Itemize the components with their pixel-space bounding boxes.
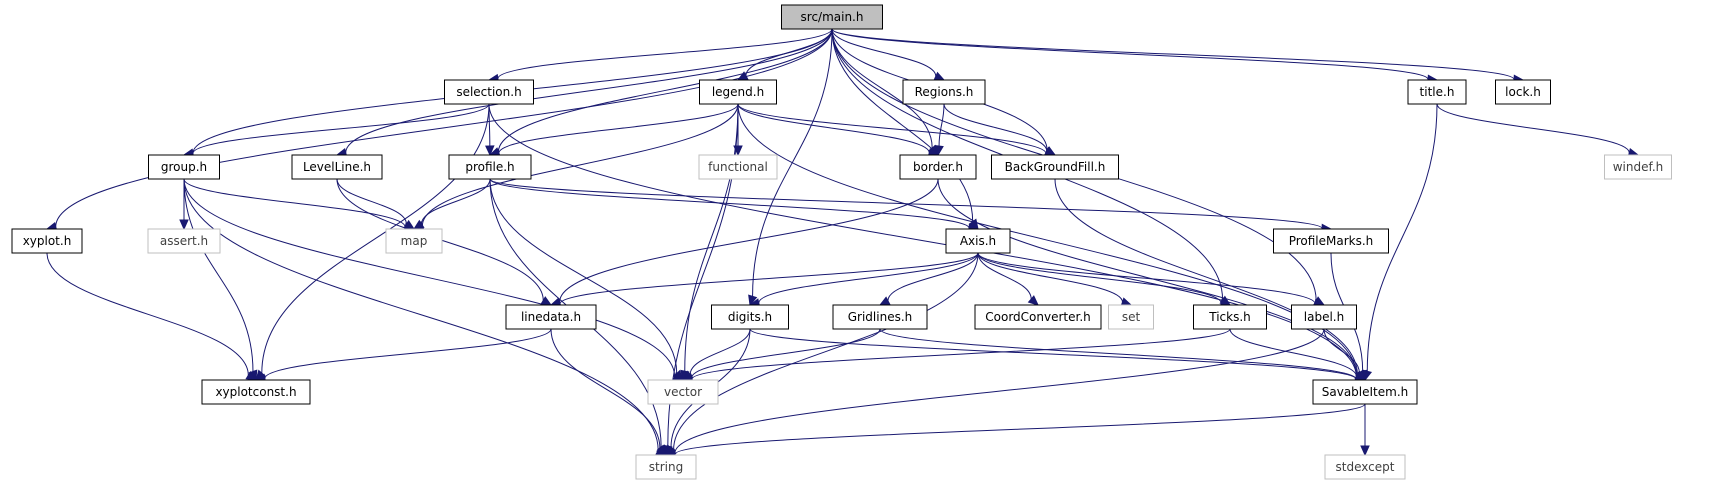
node-set: set [1108, 304, 1154, 330]
edge-main-to-axis [831, 28, 979, 230]
edge-backgroundfill-to-savableitem [1054, 178, 1367, 381]
node-linedata[interactable]: linedata.h [505, 304, 597, 330]
node-label-string: string [649, 460, 683, 474]
node-label-windef: windef.h [1613, 160, 1664, 174]
edge-border-to-savableitem [937, 178, 1367, 381]
node-backgroundfill[interactable]: BackGroundFill.h [991, 154, 1119, 180]
edge-legend-to-vector [680, 103, 739, 382]
node-label-coordconverter: CoordConverter.h [985, 310, 1091, 324]
node-label-digits: digits.h [728, 310, 772, 324]
edge-label-to-savableitem [1323, 328, 1366, 381]
edge-levelline-to-linedata [336, 178, 553, 306]
edge-levelline-to-map [336, 178, 416, 230]
edge-main-to-profile [488, 28, 833, 157]
node-label-backgroundfill: BackGroundFill.h [1005, 160, 1106, 174]
node-savableitem[interactable]: SavableItem.h [1312, 379, 1418, 405]
node-label-ticks: Ticks.h [1208, 310, 1251, 324]
edge-digits-to-savableitem [749, 328, 1367, 384]
node-map: map [385, 228, 443, 254]
edge-axis-to-linedata [549, 252, 979, 309]
node-label-xyplotconst: xyplotconst.h [215, 385, 296, 399]
edge-axis-to-string [664, 252, 979, 456]
node-label-set: set [1122, 310, 1141, 324]
edge-selection-to-savableitem [488, 103, 1367, 382]
edge-axis-to-gridlines [878, 252, 979, 306]
node-border[interactable]: border.h [899, 154, 977, 180]
edge-axis-to-digits [748, 252, 979, 308]
node-label-stdexcept: stdexcept [1336, 460, 1395, 474]
edge-digits-to-vector [682, 328, 751, 381]
edge-title-to-windef [1436, 103, 1640, 158]
node-group[interactable]: group.h [148, 154, 220, 180]
node-label-selection: selection.h [456, 85, 521, 99]
node-stdexcept: stdexcept [1324, 454, 1406, 480]
node-string: string [635, 454, 697, 480]
edge-legend-to-savableitem [737, 103, 1367, 381]
edge-axis-to-coordconverter [977, 252, 1039, 306]
node-label-axis: Axis.h [960, 234, 996, 248]
node-selection[interactable]: selection.h [444, 79, 534, 105]
node-functional: functional [698, 154, 778, 180]
node-label-functional: functional [708, 160, 768, 174]
node-lock[interactable]: lock.h [1495, 79, 1551, 105]
edge-linedata-to-xyplotconst [254, 328, 552, 384]
node-label-title: title.h [1420, 85, 1455, 99]
node-label-levelline: LevelLine.h [303, 160, 371, 174]
node-label-label: label.h [1304, 310, 1344, 324]
edge-savableitem-to-stdexcept [1360, 404, 1370, 457]
edge-group-to-map [183, 178, 416, 232]
node-label-linedata: linedata.h [521, 310, 581, 324]
node-legend[interactable]: legend.h [699, 79, 777, 105]
edge-selection-to-xyplotconst [255, 103, 490, 381]
node-label-regions: Regions.h [915, 85, 974, 99]
node-label-vector: vector [664, 385, 702, 399]
edge-label-to-string [664, 328, 1325, 458]
node-vector: vector [647, 379, 719, 405]
node-xyplot[interactable]: xyplot.h [11, 228, 83, 254]
edge-ticks-to-savableitem [1229, 328, 1367, 382]
node-digits[interactable]: digits.h [711, 304, 789, 330]
node-label-profilemarks: ProfileMarks.h [1289, 234, 1374, 248]
edge-gridlines-to-savableitem [879, 328, 1367, 384]
node-main[interactable]: src/main.h [781, 4, 883, 30]
edge-xyplot-to-xyplotconst [46, 252, 258, 381]
node-label-xyplot: xyplot.h [23, 234, 72, 248]
edge-linedata-to-string [550, 328, 667, 456]
node-label-legend: legend.h [712, 85, 764, 99]
edge-profile-to-map [412, 178, 491, 230]
node-assert: assert.h [147, 228, 221, 254]
edge-axis-to-label [977, 252, 1326, 309]
node-coordconverter[interactable]: CoordConverter.h [974, 304, 1102, 330]
node-label-map: map [401, 234, 428, 248]
edge-axis-to-ticks [977, 252, 1232, 308]
node-windef: windef.h [1604, 154, 1672, 180]
edge-regions-to-border [934, 103, 945, 157]
node-label-group: group.h [161, 160, 207, 174]
node-levelline[interactable]: LevelLine.h [291, 154, 383, 180]
node-label-profile: profile.h [465, 160, 514, 174]
edge-main-to-xyplot [45, 28, 833, 232]
node-label-lock: lock.h [1505, 85, 1541, 99]
node-label[interactable]: label.h [1291, 304, 1357, 330]
edge-savableitem-to-string [664, 403, 1366, 460]
node-gridlines[interactable]: Gridlines.h [832, 304, 928, 330]
node-label-main: src/main.h [801, 10, 864, 24]
node-profile[interactable]: profile.h [448, 154, 532, 180]
node-profilemarks[interactable]: ProfileMarks.h [1273, 228, 1389, 254]
edge-legend-to-profile [488, 103, 739, 158]
node-label-assert: assert.h [160, 234, 208, 248]
node-label-border: border.h [913, 160, 963, 174]
node-xyplotconst[interactable]: xyplotconst.h [201, 379, 311, 405]
node-title[interactable]: title.h [1407, 79, 1467, 105]
node-label-gridlines: Gridlines.h [848, 310, 913, 324]
node-regions[interactable]: Regions.h [902, 79, 986, 105]
node-axis[interactable]: Axis.h [945, 228, 1011, 254]
node-label-savableitem: SavableItem.h [1322, 385, 1409, 399]
edge-main-to-title [831, 28, 1439, 84]
node-ticks[interactable]: Ticks.h [1193, 304, 1267, 330]
edge-profile-to-vector [489, 178, 684, 381]
